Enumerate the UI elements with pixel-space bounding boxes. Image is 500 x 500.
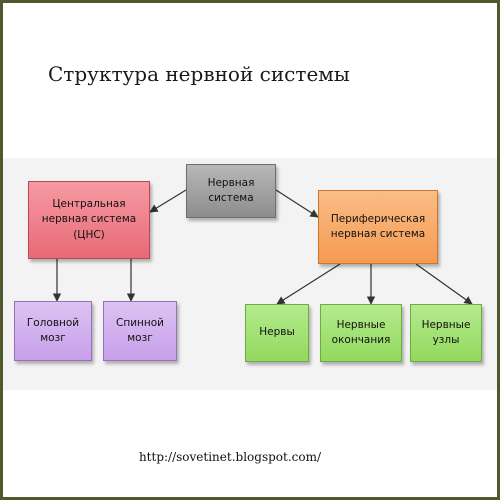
node-peripheral-nervous-system: Периферическая нервная система [318, 190, 438, 264]
node-nerves: Нервы [245, 304, 309, 362]
node-brain-label: Головной мозг [26, 316, 80, 344]
node-pns-label: Периферическая нервная система [330, 212, 426, 240]
node-cns-label: Центральная нервная система (ЦНС) [41, 198, 137, 241]
node-nerve-endings: Нервные окончания [320, 304, 402, 362]
node-spinal-cord: Спинной мозг [103, 301, 177, 361]
node-nervous-system: Нервная система [186, 164, 276, 218]
node-ganglia-label: Нервные узлы [421, 318, 471, 346]
node-spinal-cord-label: Спинной мозг [116, 316, 164, 344]
diagram-title: Структура нервной системы [48, 62, 350, 86]
node-nerves-label: Нервы [259, 326, 295, 339]
source-url: http://sovetinet.blogspot.com/ [138, 450, 322, 464]
node-brain: Головной мозг [14, 301, 92, 361]
node-nervous-system-label: Нервная система [207, 176, 255, 204]
node-central-nervous-system: Центральная нервная система (ЦНС) [28, 181, 150, 259]
node-nerve-endings-label: Нервные окончания [331, 318, 391, 346]
node-ganglia: Нервные узлы [410, 304, 482, 362]
